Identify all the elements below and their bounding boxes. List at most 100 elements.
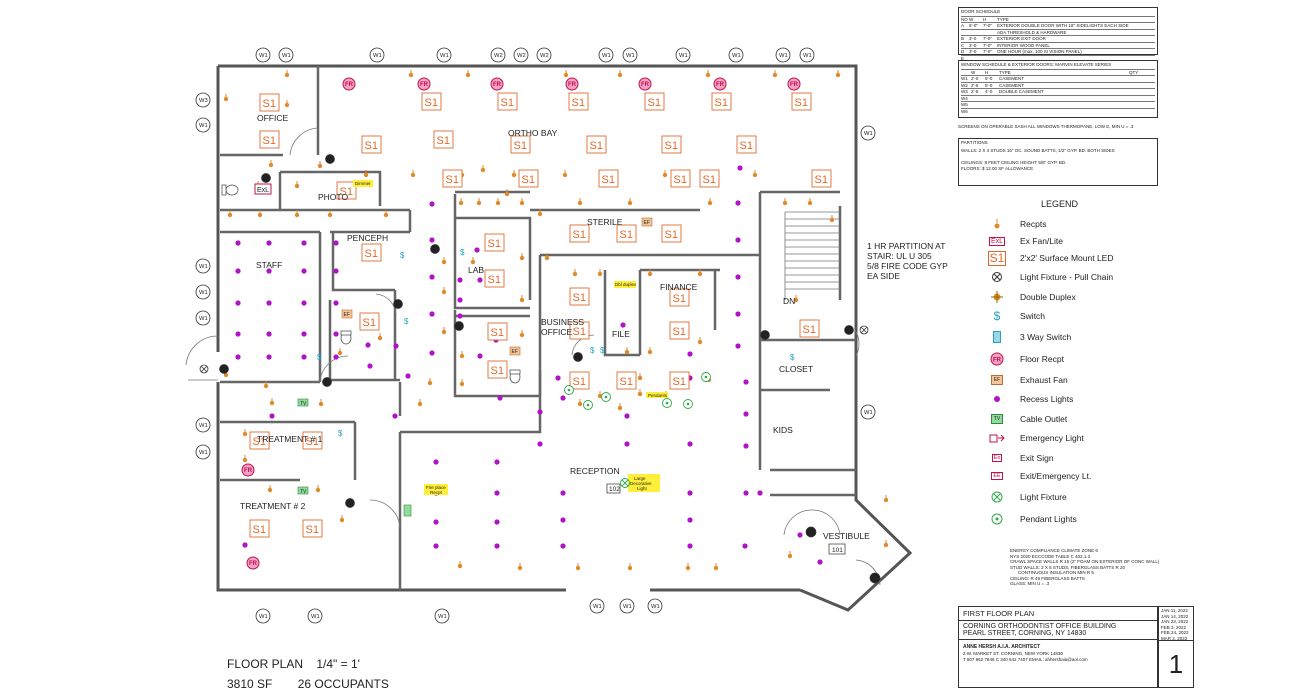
receptacle-icon — [268, 160, 274, 168]
energy-line: STUD WALLS: 2 X 6 STUDS, FIBERGLASS BATT… — [1010, 564, 1126, 570]
door-schedule-cell: INTERIOR WOOD PANEL — [997, 42, 1050, 48]
receptacle-icon — [294, 210, 300, 218]
exl-icon: ExL — [988, 236, 1006, 246]
receptacle-icon — [363, 170, 369, 178]
recess-light-icon — [477, 353, 483, 359]
svg-text:C: C — [348, 502, 353, 508]
svg-text:C: C — [264, 177, 269, 183]
floor-recpt-icon: FR — [713, 77, 727, 91]
receptacle-icon — [480, 165, 486, 173]
recess-light-icon — [301, 331, 307, 337]
door-schedule-cell: TYPE — [997, 16, 1009, 22]
partitions-walls: WALLS: 2 X 4 STUDS 16" OC. SOUND BATTS, … — [961, 147, 1115, 153]
recess-light-icon — [687, 441, 693, 447]
door-schedule-cell: 7'-0" — [983, 42, 992, 48]
s1-icon: S1 — [616, 371, 637, 390]
architect-address: 2 W. MARKET ST. CORNING, NEW YORK 14830 — [963, 651, 1063, 656]
recess-light-icon — [737, 165, 743, 171]
door-schedule-cell: E — [961, 55, 965, 61]
legend-item-label: Emergency Light — [1020, 433, 1084, 443]
pendant-light-icon — [986, 511, 1008, 527]
svg-text:W1: W1 — [602, 53, 611, 59]
svg-text:STAIR: UL U 305: STAIR: UL U 305 — [867, 251, 932, 261]
s1-icon: S1 — [569, 371, 590, 390]
svg-text:1 HR PARTITION AT: 1 HR PARTITION AT — [867, 241, 945, 251]
receptacle-icon — [697, 269, 703, 277]
door-schedule-title: DOOR SCHEDULE — [961, 9, 1001, 14]
recess-light-icon — [266, 300, 272, 306]
recess-light-icon — [405, 373, 411, 379]
receptacle-icon — [459, 351, 465, 359]
receptacle-icon — [572, 269, 578, 277]
project-name: CORNING ORTHODONTIST OFFICE BUILDING — [963, 623, 1117, 630]
receptacle-icon — [459, 379, 465, 387]
svg-text:S1: S1 — [815, 174, 828, 186]
svg-text:FR: FR — [716, 82, 725, 88]
s1-icon: S1 — [661, 135, 682, 154]
svg-text:Recpt: Recpt — [430, 490, 443, 495]
s1-icon: S1 — [644, 92, 665, 111]
window-footer: SCREENS ON OPERABLE SASH ALL WINDOWS THE… — [958, 124, 1134, 129]
window-schedule-cell: W1 — [961, 76, 968, 81]
window-tag-icon: W1 — [255, 47, 271, 63]
recess-light-icon — [235, 268, 241, 274]
svg-text:FR: FR — [420, 82, 429, 88]
svg-text:W1: W1 — [626, 53, 635, 59]
s1-icon: S1 — [569, 287, 590, 306]
svg-text:S1: S1 — [573, 326, 586, 338]
recess-light-icon — [624, 413, 630, 419]
receptacle-icon — [263, 381, 269, 389]
svg-text:5/8 FIRE CODE GYP: 5/8 FIRE CODE GYP — [867, 261, 948, 271]
s1-icon: S1 — [259, 130, 280, 149]
window-tag-icon: W1 — [195, 284, 211, 300]
svg-text:S1: S1 — [573, 292, 586, 304]
receptacle-icon — [883, 540, 889, 548]
recess-light-icon — [457, 313, 463, 319]
legend-item-label: 3 Way Switch — [1020, 332, 1072, 342]
yellow-tags: Dimmer Dbl duplex Large Decorative Light… — [353, 180, 668, 495]
door-schedule-cell: 7'-0" — [983, 23, 992, 28]
receptacle-icon — [269, 398, 275, 406]
recess-light-icon — [235, 300, 241, 306]
svg-text:S1: S1 — [673, 293, 686, 305]
revision-date: FEB 3, 2022 — [1161, 624, 1187, 630]
window-tag-icon: W1 — [622, 47, 638, 63]
svg-text:W1: W1 — [311, 614, 320, 620]
energy-notes: ENERGY COMPLIANCE CLIMATE ZONE 6 NYS 202… — [1010, 548, 1230, 587]
receptacle-icon — [617, 403, 623, 411]
svg-text:W1: W1 — [373, 53, 382, 59]
receptacle-icon — [267, 485, 273, 493]
recess-light-icon — [266, 268, 272, 274]
receptacle-icon — [829, 215, 835, 223]
svg-text:W1: W1 — [199, 316, 208, 322]
s1-icon: S1 — [302, 431, 323, 450]
window-schedule-cell: 2'-6 — [971, 82, 979, 88]
floor-recpt-icon: FR — [342, 77, 356, 91]
window-tag-icon: W2 — [490, 47, 506, 63]
receptacle-icon — [624, 347, 630, 355]
receptacle-icon — [752, 170, 758, 178]
legend-item-label: Exit/Emergency Lt. — [1020, 471, 1092, 481]
s1-icon: S1 — [421, 92, 442, 111]
room-reception: RECEPTION — [570, 466, 620, 476]
recess-light-icon — [429, 311, 435, 317]
large-light-fixture — [620, 478, 630, 488]
window-tag-icon: W1 — [799, 47, 815, 63]
legend-item-label: Light Fixture - Pull Chain — [1020, 272, 1114, 282]
svg-text:Dbl duplex: Dbl duplex — [615, 282, 637, 287]
svg-text:EA SIDE: EA SIDE — [867, 271, 900, 281]
legend-item-label: Floor Recpt — [1020, 354, 1064, 364]
window-tag-icon: W1 — [728, 47, 744, 63]
svg-text:Fire place: Fire place — [426, 485, 446, 490]
recess-light-icon — [333, 354, 339, 360]
svg-text:S1: S1 — [306, 524, 319, 536]
plan-title-line: FLOOR PLAN 1/4" = 1' — [227, 657, 360, 671]
svg-text:FR: FR — [568, 82, 577, 88]
receptacle-icon — [787, 551, 793, 559]
